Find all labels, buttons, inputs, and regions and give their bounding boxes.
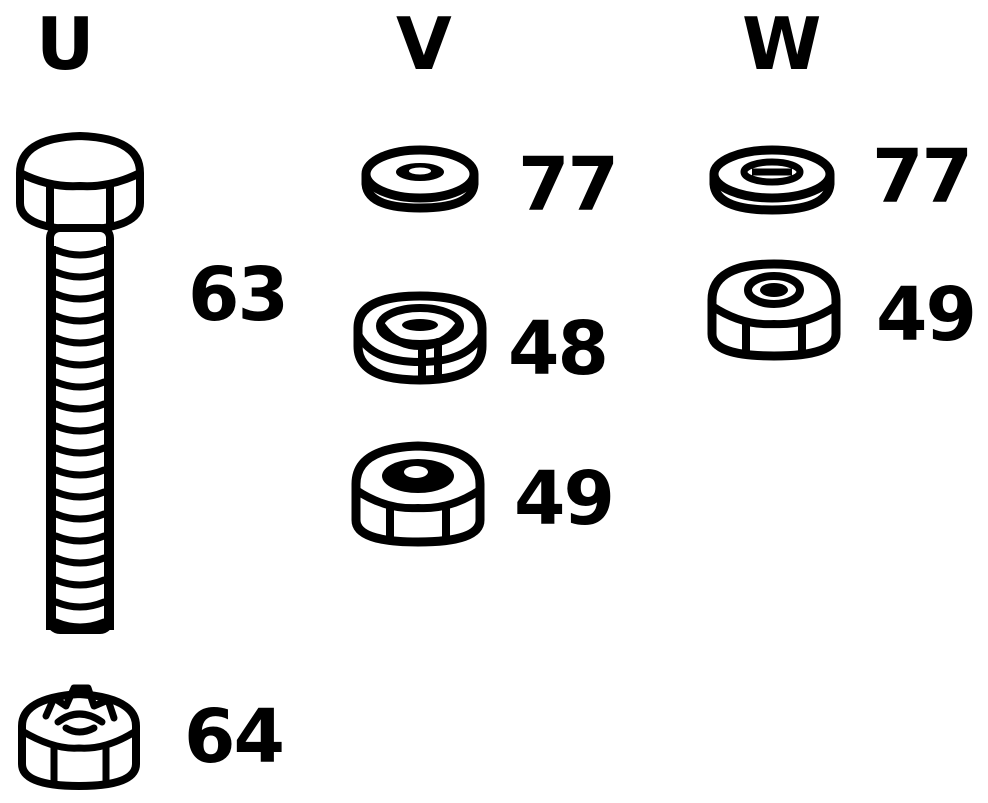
part-number-w-washer: 77 xyxy=(872,134,973,220)
hex-nut-icon xyxy=(706,258,842,362)
part-number-bolt: 63 xyxy=(188,252,289,338)
lock-washer-icon xyxy=(352,290,488,386)
part-number-v-nut: 49 xyxy=(514,456,615,542)
part-number-v-washer: 77 xyxy=(518,142,619,228)
column-label-v: V xyxy=(396,2,452,86)
hex-nut-icon xyxy=(350,440,486,548)
flat-washer-icon xyxy=(360,142,480,214)
part-number-lock-washer: 48 xyxy=(508,306,609,392)
part-number-castle-nut: 64 xyxy=(184,694,285,780)
hex-bolt-icon xyxy=(10,128,150,638)
column-label-u: U xyxy=(36,2,94,86)
castle-nut-icon xyxy=(14,676,144,791)
column-label-w: W xyxy=(742,2,821,86)
part-number-w-nut: 49 xyxy=(876,272,977,358)
flat-washer-icon xyxy=(708,142,836,216)
